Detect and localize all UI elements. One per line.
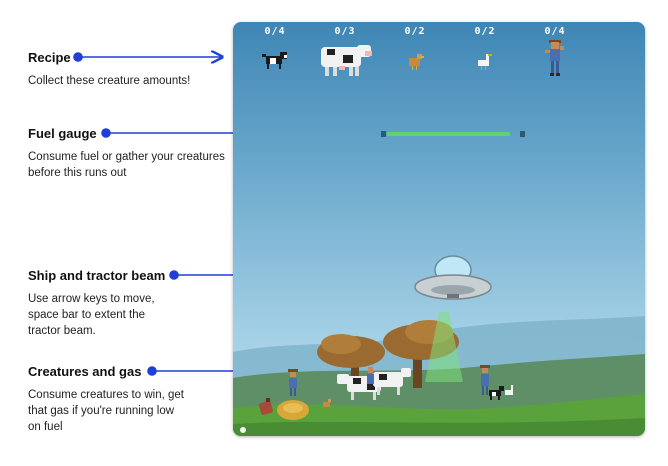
fuel-pointer-dot [101,128,111,138]
callout-title: Fuel gauge [28,126,97,141]
gas-can-sprite [259,398,273,415]
rock-sprite [240,427,246,433]
recipe-count: 0/2 [474,26,496,37]
tractor-beam [425,312,463,382]
ship-pointer-dot [169,270,179,280]
goose-sprite [505,385,513,395]
recipe-item-cow: 0/3 [315,26,375,84]
recipe-count: 0/4 [544,26,566,37]
recipe-item-goose: 0/2 [455,26,515,76]
hay-bale-sprite [277,400,309,420]
recipe-row: 0/4 0/3 [233,22,645,92]
farmer-sprite [480,365,490,395]
game-scene [233,255,645,436]
recipe-item-chicken: 0/2 [385,26,445,76]
farmer-sprite [288,369,298,396]
callout-title: Recipe [28,50,71,65]
fuel-gauge-left-cap [381,131,386,137]
dog-icon [262,52,287,69]
fuel-gauge [381,130,525,138]
recipe-count: 0/2 [404,26,426,37]
recipe-item-dog: 0/4 [245,26,305,78]
recipe-count: 0/4 [264,26,286,37]
callout-ship: Ship and tractor beam Use arrow keys to … [28,268,228,339]
cow-sprite [373,368,411,395]
callout-creatures: Creatures and gas Consume creatures to w… [28,364,228,435]
farmer-icon [545,40,564,76]
recipe-item-farmer: 0/4 [525,26,585,83]
tree-left [317,334,385,388]
callout-description: Consume fuel or gather your creatures be… [28,151,225,179]
callout-description: Collect these creature amounts! [28,75,191,87]
fuel-gauge-right-cap [520,131,525,137]
ufo-ship [414,255,492,300]
chicken-sprite [323,399,331,407]
callout-title: Ship and tractor beam [28,268,166,283]
callout-fuel: Fuel gauge Consume fuel or gather your c… [28,126,228,181]
chicken-icon [409,54,424,70]
callout-description: Use arrow keys to move, space bar to ext… [28,293,155,337]
cow-icon [321,45,372,76]
goose-icon [478,54,492,70]
fuel-gauge-fill [387,132,510,136]
farmer-sprite [367,367,374,384]
callout-recipe: Recipe Collect these creature amounts! [28,50,228,89]
recipe-pointer-dot [73,52,83,62]
callout-description: Consume creatures to win, get that gas i… [28,389,184,433]
creatures-pointer-dot [147,366,157,376]
game-canvas[interactable]: 0/4 0/3 [233,22,645,436]
recipe-count: 0/3 [334,26,356,37]
foreground-grass [233,418,645,436]
callout-title: Creatures and gas [28,364,142,379]
dog-sprite [489,386,504,400]
